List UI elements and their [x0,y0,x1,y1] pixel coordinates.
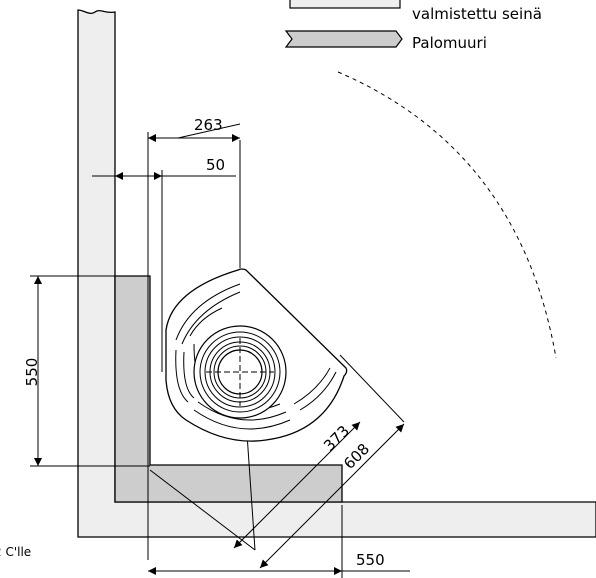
dim-label-263: 263 [194,116,223,134]
built-wall [77,9,596,538]
dim-label-373: 373 [320,422,353,455]
stove [165,268,348,442]
dim-label-550-vertical: 550 [23,358,41,387]
clearance-arc [337,71,557,359]
legend-label-wall: valmistettu seinä [412,5,542,23]
dim-label-550-horizontal: 550 [356,551,385,569]
dim-label-50: 50 [206,156,225,174]
legend-swatch-firewall [284,30,403,48]
legend-swatch-wall [289,0,401,9]
legend-label-firewall: Palomuuri [412,34,487,52]
dim-line-608 [259,423,405,569]
footnote: 2 C'lle [0,545,31,559]
dim-label-608: 608 [340,440,373,473]
legend: valmistettu seinä Palomuuri [284,0,542,52]
